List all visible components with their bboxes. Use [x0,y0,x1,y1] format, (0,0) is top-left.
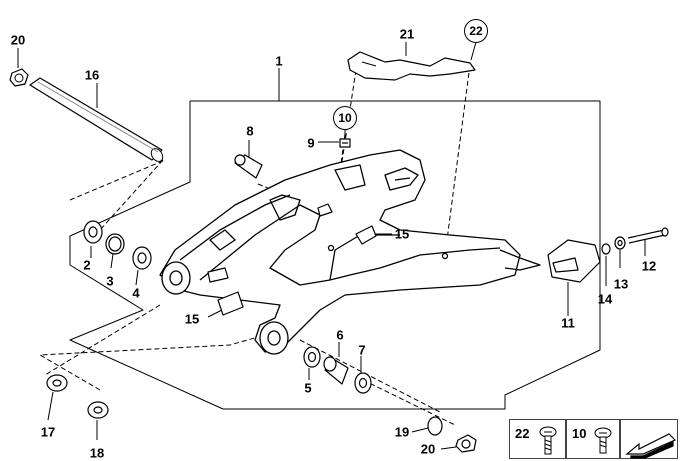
callout-1: 1 [275,53,283,69]
callout-8: 8 [246,123,254,139]
callout-6: 6 [336,327,344,343]
label-leaders [17,41,646,450]
callout-14: 14 [597,291,613,307]
callout-18: 18 [89,445,105,461]
callout-20: 20 [10,32,26,48]
legend-label: 22 [515,426,530,441]
legend-box-22: 22 [509,419,566,459]
callout-10-circled: 10 [333,106,357,130]
bracket-plate [347,51,476,81]
callout-20-lower: 20 [420,441,436,457]
callout-22-circled: 22 [464,19,488,43]
callout-2: 2 [83,257,91,273]
bolt-icon [594,427,612,454]
chain-guide-block [547,239,601,283]
bearing-left [83,220,152,270]
washers-17-18 [46,374,109,419]
callout-5: 5 [304,380,312,396]
callout-11: 11 [561,315,575,331]
bolt-9 [339,138,351,148]
legend-box-arrow [620,419,678,459]
callout-3: 3 [106,273,114,289]
callout-12: 12 [641,258,657,274]
swingarm [159,149,541,355]
bushing-8 [234,154,263,179]
callout-17: 17 [40,424,56,440]
direction-arrow-icon [625,433,677,459]
bolt-assembly [601,227,669,255]
nut-top [9,68,29,87]
callout-7: 7 [358,342,366,358]
pads-15 [207,203,377,316]
legend-label: 10 [572,426,587,441]
axle-shaft [29,77,164,162]
callout-4: 4 [132,285,140,301]
callout-15-lower: 15 [184,311,200,327]
callout-21: 21 [399,26,415,42]
nut-bottom [427,416,477,453]
callout-19: 19 [394,424,410,440]
callout-13: 13 [613,276,629,292]
legend-box-10: 10 [566,419,620,459]
callout-16: 16 [84,67,100,83]
callout-15: 15 [394,226,410,242]
callout-9: 9 [307,135,315,151]
bolt-icon [539,426,557,455]
bearing-right [303,346,372,394]
